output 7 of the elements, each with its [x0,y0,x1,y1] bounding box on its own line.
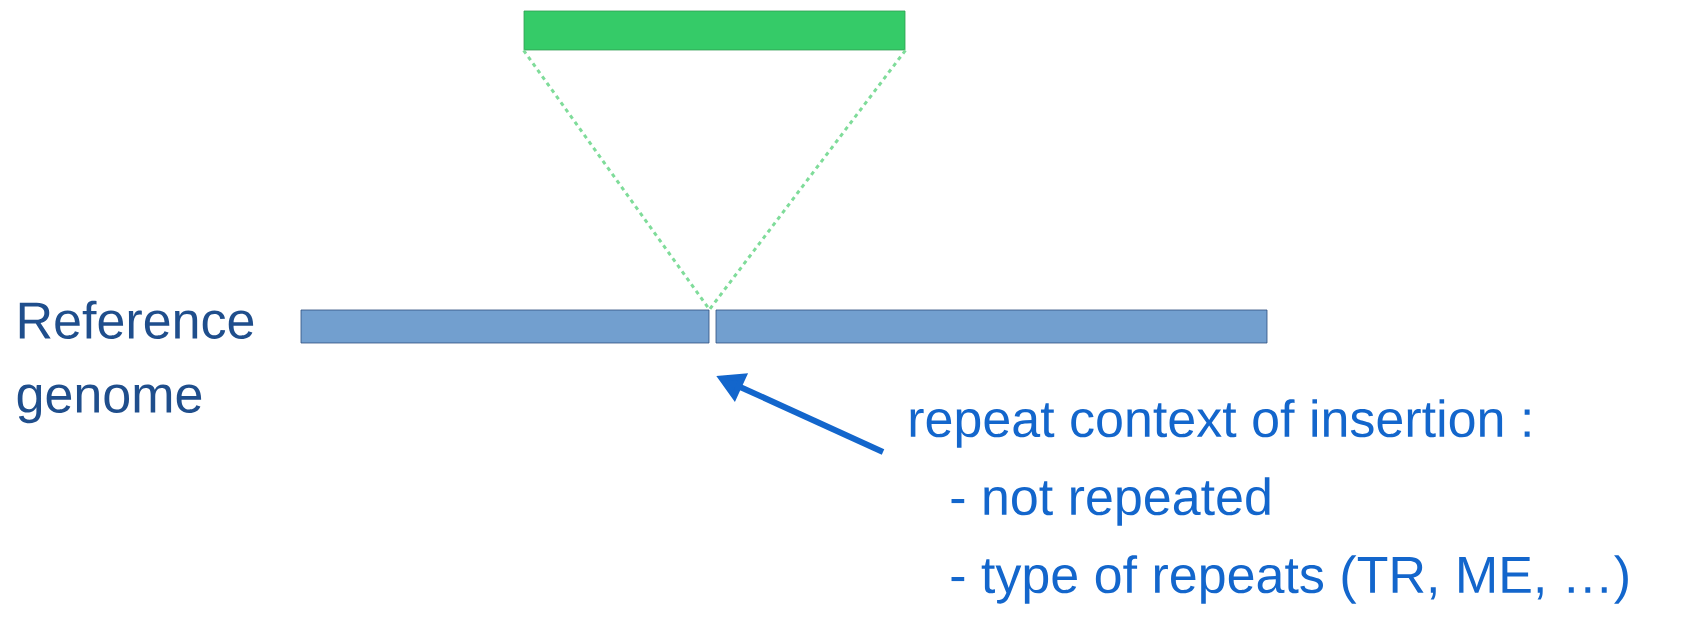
dotted-line [522,49,711,311]
callout-text: repeat context of insertion : - not repeated - type of repeats (TR, ME, …) [910,399,1628,604]
insertion-bar [523,10,906,51]
axis-label: Reference genome [17,300,254,424]
genome-bar [715,309,1268,344]
genome-bar [300,309,710,344]
dotted-line [708,49,907,311]
